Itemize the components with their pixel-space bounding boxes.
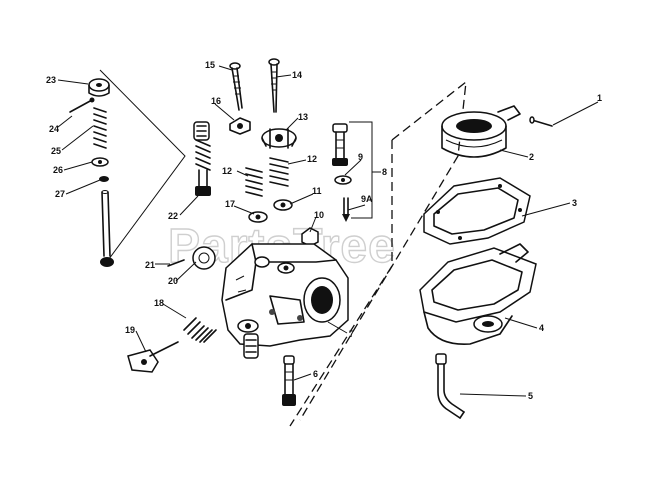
- part-21-screw: [167, 259, 185, 267]
- callout-10: 10: [314, 210, 324, 220]
- callout-8: 8: [382, 167, 387, 177]
- callout-4: 4: [539, 323, 544, 333]
- part-9a-needle: [342, 197, 350, 222]
- part-14-main-screw: [268, 58, 280, 113]
- callout-18: 18: [154, 298, 164, 308]
- part-15-idle-screw: [229, 62, 243, 111]
- callout-11: 11: [312, 186, 322, 196]
- part-12-spring-left: [245, 167, 263, 197]
- part-9-washer: [334, 175, 352, 185]
- callout-21: 21: [145, 260, 155, 270]
- part-20-plate: [192, 246, 216, 270]
- part-4-float-bowl: [419, 243, 537, 345]
- callout-13: 13: [298, 112, 308, 122]
- part-23-cap: [88, 78, 110, 97]
- part-6-nozzle: [282, 355, 296, 406]
- callout-labels: 1 2 3 4 5 6 7 8 9 9A 10 11 12 12 13 14 1…: [46, 60, 602, 401]
- callout-20: 20: [168, 276, 178, 286]
- callout-7: 7: [349, 329, 354, 339]
- part-3-gasket: [423, 177, 531, 245]
- part-16-nut: [229, 117, 251, 135]
- callout-25: 25: [51, 146, 61, 156]
- part-26-washer: [91, 157, 109, 167]
- part-25-spring: [93, 107, 107, 149]
- callout-12-left: 12: [222, 166, 232, 176]
- callout-27: 27: [55, 189, 65, 199]
- callout-3: 3: [572, 198, 577, 208]
- part-24-pin: [69, 97, 95, 113]
- callout-5: 5: [528, 391, 533, 401]
- part-13-packing-nut: [261, 128, 297, 149]
- part-18-spring: [183, 317, 217, 343]
- callout-16: 16: [211, 96, 221, 106]
- callout-15: 15: [205, 60, 215, 70]
- callout-6: 6: [313, 369, 318, 379]
- part-11-washer: [273, 199, 293, 211]
- part-5-drain-tube: [435, 353, 465, 419]
- callout-23: 23: [46, 75, 56, 85]
- part-8-needle-seat: [332, 123, 348, 166]
- part-10-plug: [301, 227, 319, 247]
- callout-9: 9: [358, 152, 363, 162]
- callout-9a: 9A: [361, 194, 373, 204]
- callout-22: 22: [168, 211, 178, 221]
- callout-12-right: 12: [307, 154, 317, 164]
- callout-1: 1: [597, 93, 602, 103]
- part-19-lever: [127, 341, 179, 373]
- part-7-carburetor-body: [221, 243, 349, 359]
- part-2-float: [441, 105, 521, 158]
- part-1-float-pin: [529, 116, 553, 127]
- part-27-shaft: [99, 176, 114, 267]
- callout-24: 24: [49, 124, 59, 134]
- part-12-spring-right: [269, 157, 289, 187]
- callout-26: 26: [53, 165, 63, 175]
- callout-19: 19: [125, 325, 135, 335]
- callout-2: 2: [529, 152, 534, 162]
- callout-14: 14: [292, 70, 302, 80]
- part-17-washer: [248, 211, 268, 223]
- leader-lines: [57, 65, 599, 397]
- callout-17: 17: [225, 199, 235, 209]
- part-22-needle-valve: [193, 121, 211, 196]
